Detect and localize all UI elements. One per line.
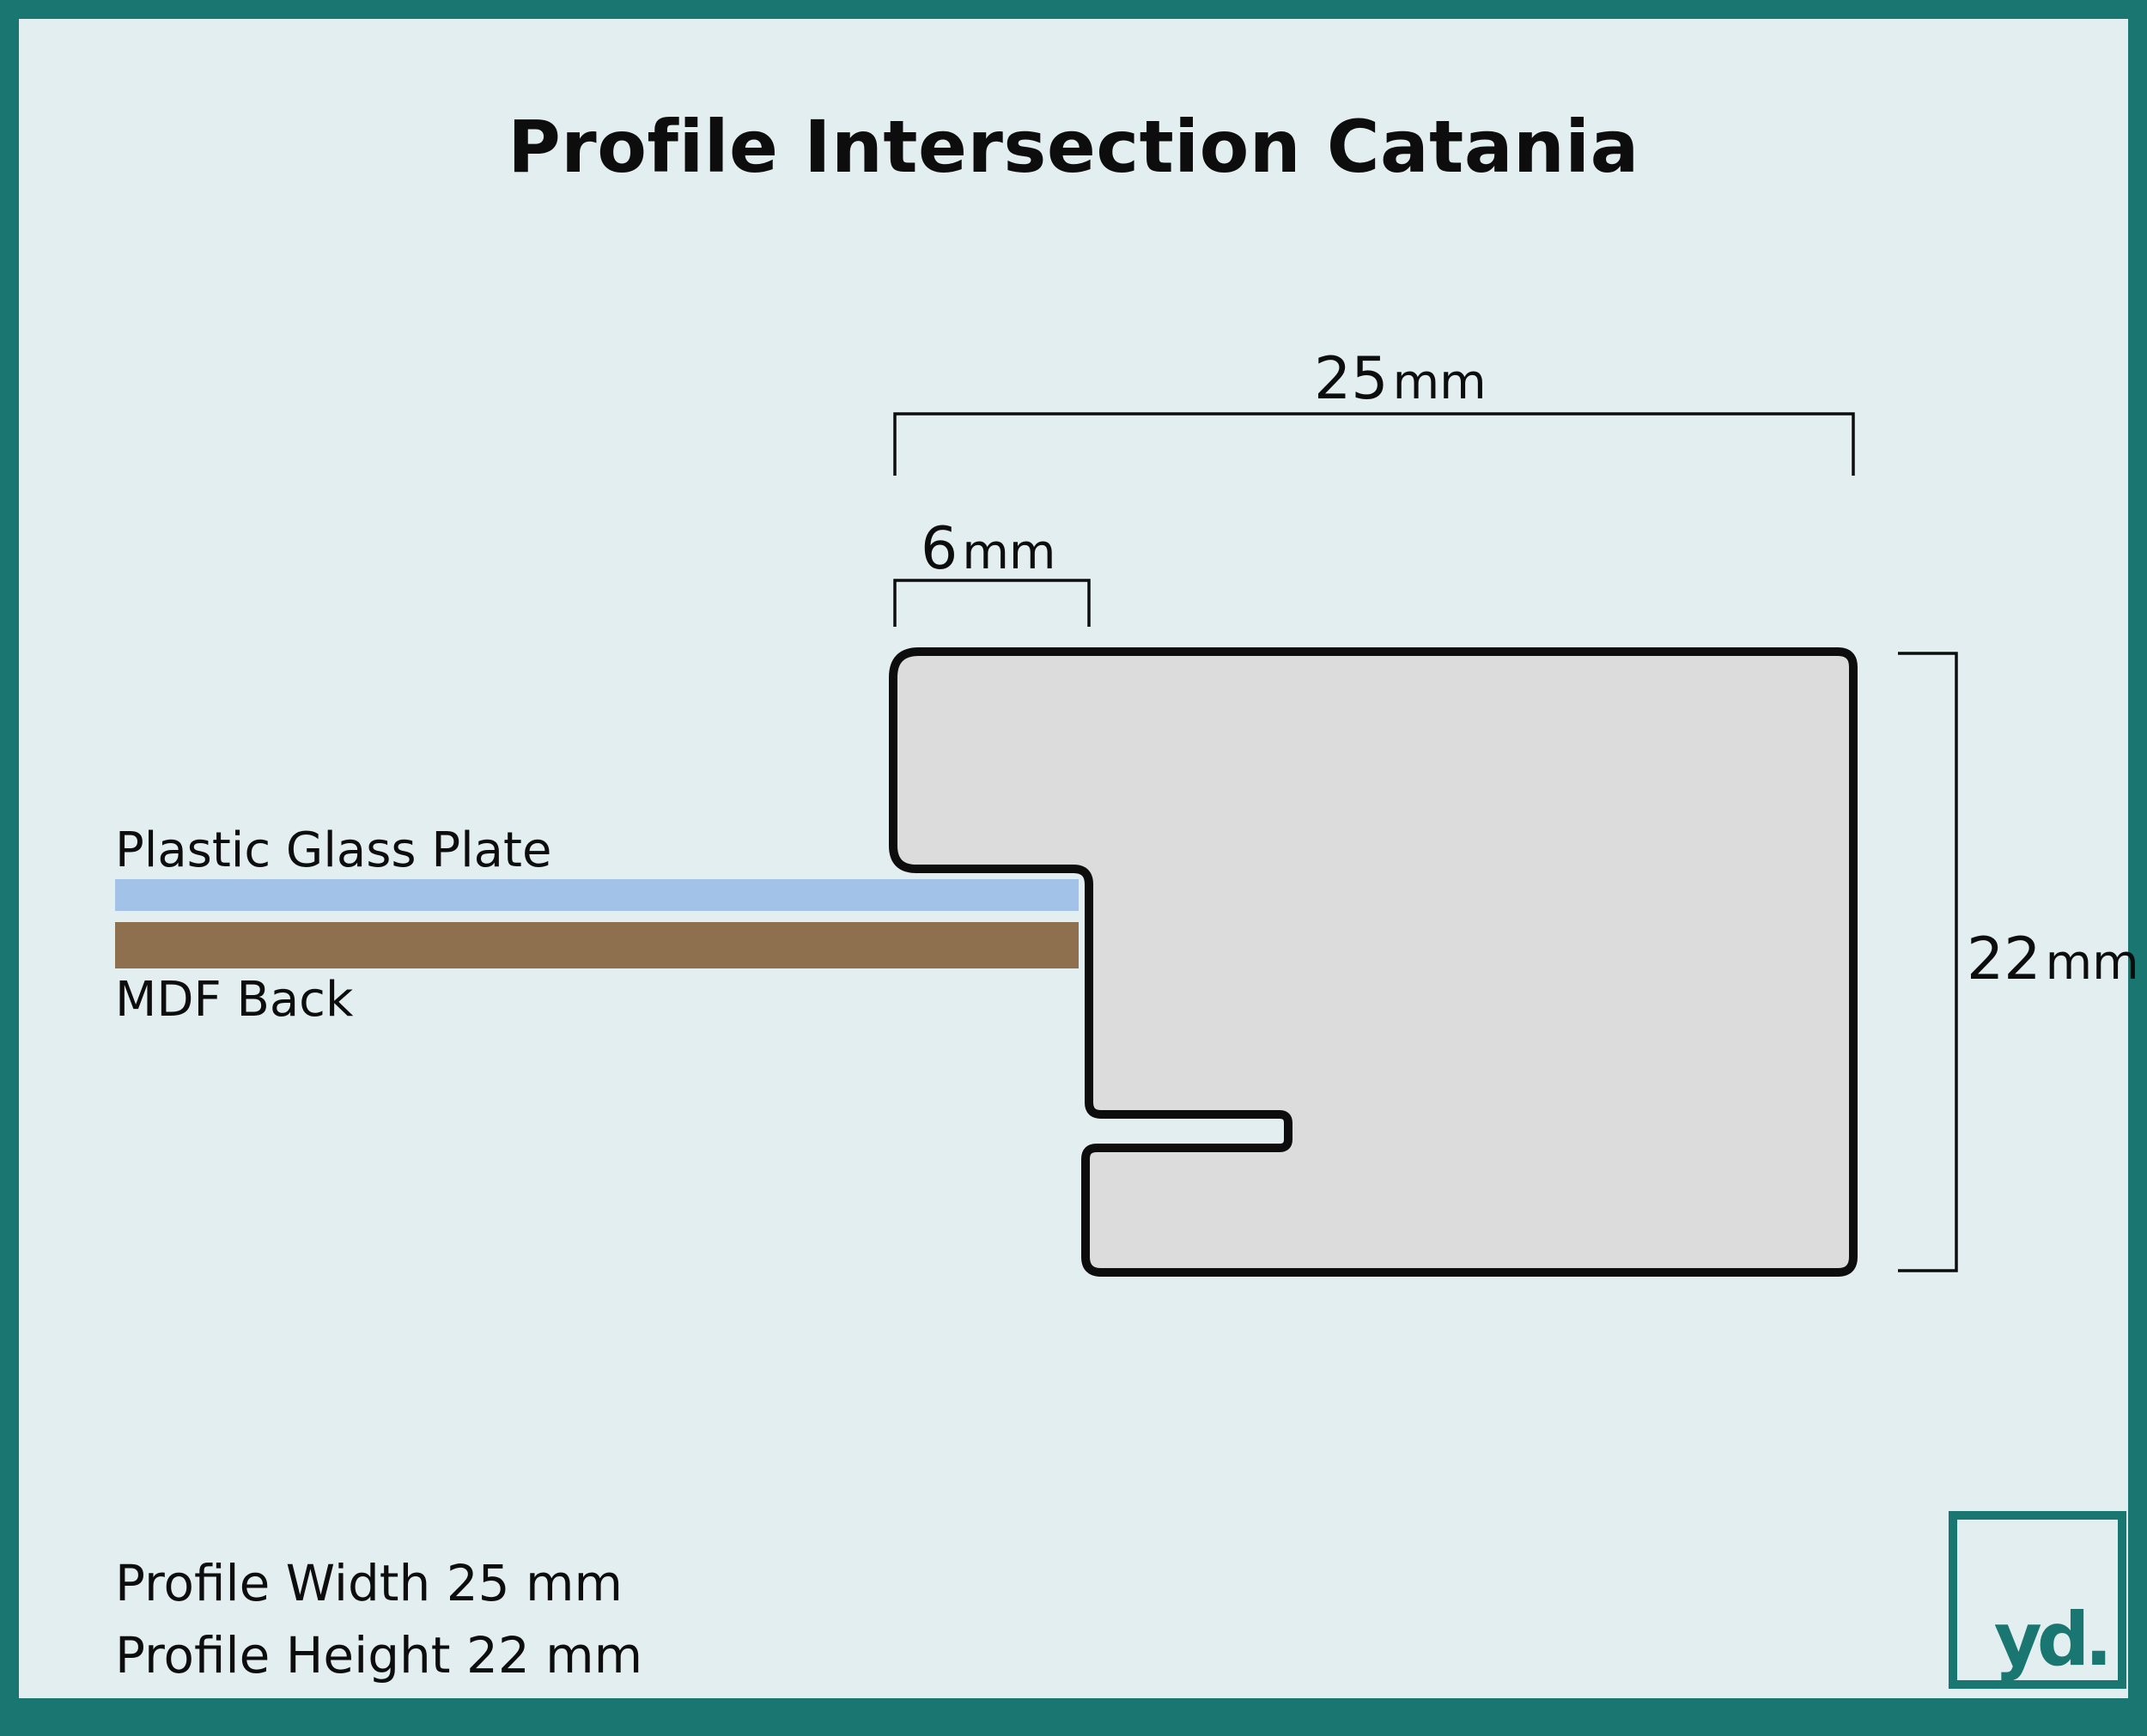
height-dimension-bracket <box>1898 652 1958 1272</box>
mdf-back-label: MDF Back <box>115 972 354 1028</box>
lip-dimension-label: 6 mm <box>921 515 1056 583</box>
frame-profile <box>889 647 1858 1277</box>
brand-logo-text: yd. <box>1993 1597 2113 1683</box>
page-title: Profile Intersection Catania <box>508 105 1639 189</box>
width-dimension-bracket <box>893 412 1855 476</box>
glass-gap <box>115 911 1079 920</box>
width-dimension-label: 25 mm <box>1314 345 1487 413</box>
lip-dimension-bracket <box>893 579 1091 627</box>
height-dimension-label: 22 mm <box>1967 926 2139 993</box>
profile-drawing <box>115 412 1958 1277</box>
glass-plate <box>115 879 1079 911</box>
glass-plate-label: Plastic Glass Plate <box>115 822 552 878</box>
mdf-back <box>115 922 1079 968</box>
profile-width-info: Profile Width 25 mm <box>115 1554 623 1612</box>
profile-height-info: Profile Height 22 mm <box>115 1626 643 1684</box>
brand-logo: yd. <box>1949 1511 2126 1689</box>
